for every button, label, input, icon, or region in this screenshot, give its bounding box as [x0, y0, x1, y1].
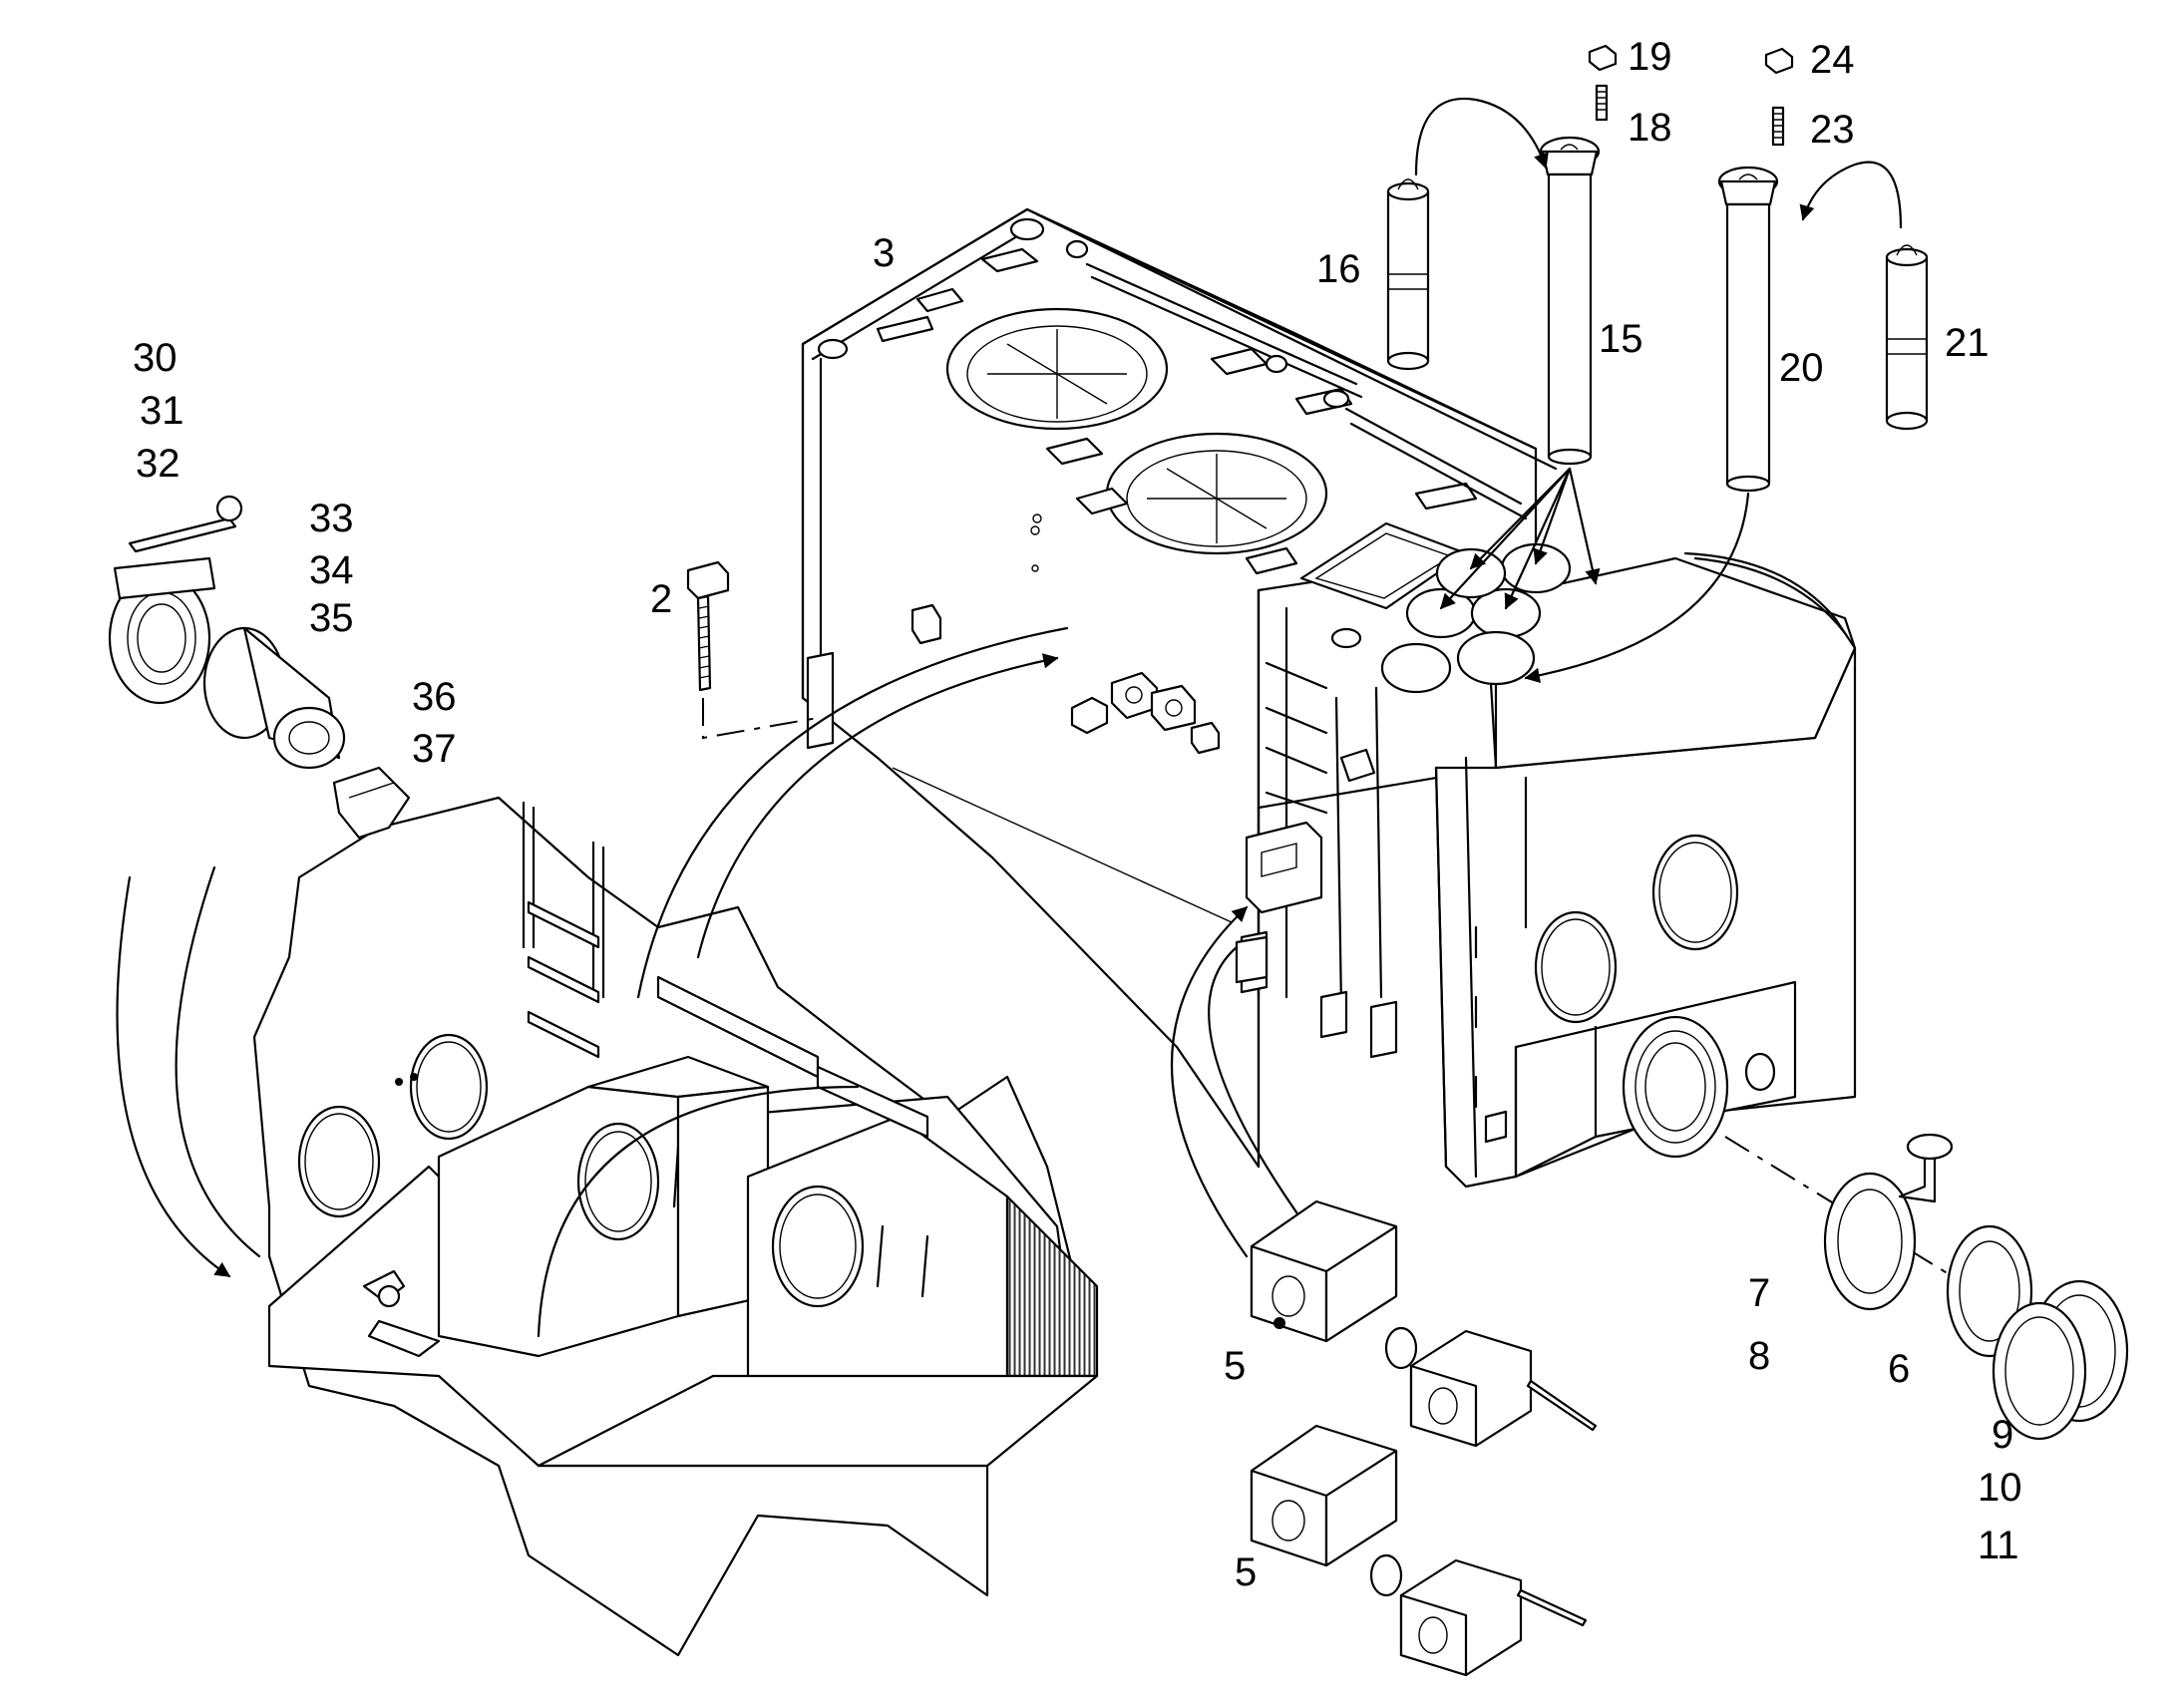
callout-21: 21	[1945, 321, 1990, 365]
callout-16: 16	[1316, 247, 1361, 291]
butterfly-valve-part-30	[108, 495, 243, 705]
callout-18: 18	[1628, 106, 1672, 150]
callout-37: 37	[412, 727, 457, 771]
callout-34: 34	[309, 548, 354, 592]
callout-7: 7	[1748, 1271, 1770, 1315]
callout-24: 24	[1810, 38, 1855, 82]
callout-6: 6	[1888, 1347, 1910, 1391]
callout-32: 32	[136, 442, 181, 486]
nut-part-19	[1588, 44, 1618, 72]
nut-part-24	[1764, 47, 1794, 75]
pipe-adapter-part-33	[202, 626, 346, 770]
callout-5-upper: 5	[1224, 1344, 1246, 1388]
callout-8: 8	[1748, 1334, 1770, 1378]
callout-10: 10	[1978, 1466, 2022, 1510]
standpipe-part-20	[1717, 166, 1779, 493]
callout-20: 20	[1779, 346, 1824, 390]
callout-5-lower: 5	[1235, 1550, 1257, 1594]
callout-15: 15	[1599, 317, 1643, 361]
callout-36: 36	[412, 675, 457, 719]
vessel-hull-section	[252, 796, 1099, 1657]
callout-3: 3	[873, 231, 895, 275]
stud-part-18	[1595, 84, 1609, 122]
standpipe-part-15	[1539, 136, 1601, 466]
flow-arrow-valve	[116, 875, 231, 1278]
bolt-part-2	[686, 560, 819, 740]
insert-arrow-16	[1414, 97, 1549, 176]
flow-arrow-blocks	[696, 653, 1059, 959]
callout-33: 33	[309, 497, 354, 540]
stud-part-23	[1771, 106, 1785, 147]
hose-clamp-part-36	[332, 766, 411, 840]
filter-cartridge-part-21	[1885, 244, 1929, 431]
callout-23: 23	[1810, 108, 1855, 152]
flange-part-9	[1992, 1279, 2129, 1441]
main-tank-housing	[801, 207, 1857, 1189]
callout-2: 2	[650, 577, 672, 621]
callout-labels: 3 2 16 15 19 18 24 23 20 21 30 31 32 33 …	[133, 35, 2022, 1594]
manifold-block-part-5-lower	[1250, 1424, 1588, 1677]
callout-19: 19	[1628, 35, 1672, 79]
insert-arrow-21	[1799, 161, 1903, 229]
callout-31: 31	[140, 389, 184, 433]
fitting-blocks-cluster	[1070, 671, 1221, 755]
gate-valve-part-7	[1724, 1133, 2115, 1377]
flow-arrow-manifold	[1171, 905, 1249, 1258]
filter-cartridge-part-16	[1386, 178, 1430, 371]
manifold-block-part-5-upper	[1250, 1199, 1598, 1448]
callout-11: 11	[1978, 1524, 2019, 1567]
standpipe-insertion-arrows	[1439, 467, 1750, 683]
callout-30: 30	[133, 336, 178, 380]
callout-9: 9	[1992, 1413, 2013, 1457]
callout-35: 35	[309, 596, 354, 640]
